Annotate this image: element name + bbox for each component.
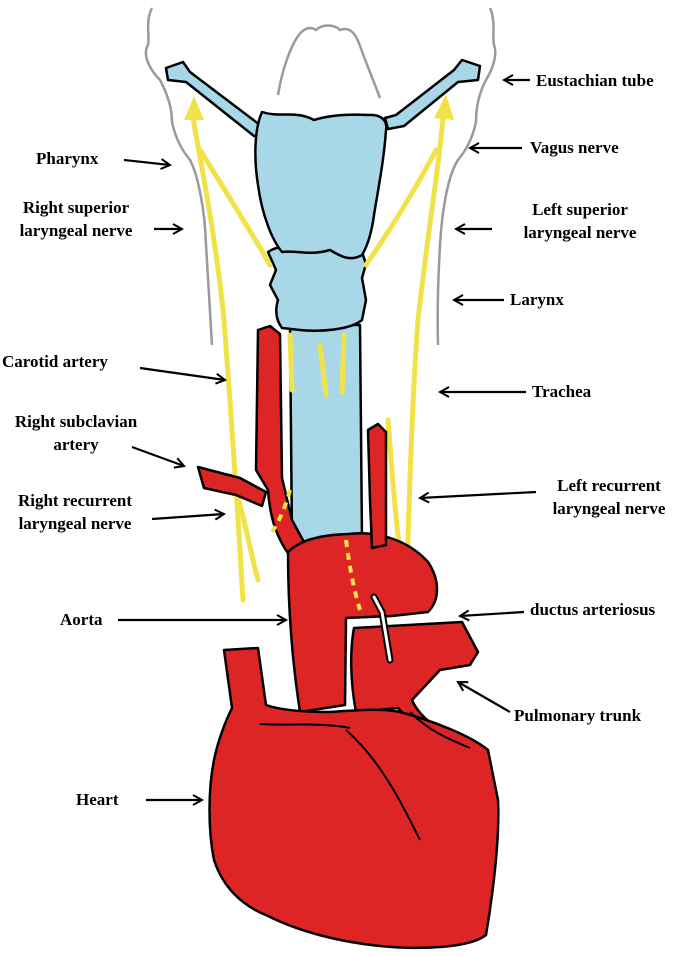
ductus-arteriosus-arrow <box>460 612 525 616</box>
aortic-arch-shape <box>286 532 439 714</box>
left-superior-laryngeal-nerve-path <box>363 147 439 268</box>
left-vagus-nerve <box>403 103 447 603</box>
left-superior-laryngeal-nerve-line-2: laryngeal nerve <box>523 223 637 242</box>
tracheal-nerve-branch-1 <box>287 332 295 393</box>
left-recurrent-laryngeal-nerve-arrow <box>420 490 537 498</box>
right-superior-laryngeal-nerve-label: Right superior laryngeal nerve <box>2 196 150 242</box>
pulmonary-trunk-arrow <box>458 682 511 713</box>
right-eustachian-tube <box>383 58 482 131</box>
heart-contour-2 <box>345 729 421 841</box>
right-recurrent-laryngeal-nerve-label: Right recurrent laryngeal nerve <box>0 489 150 535</box>
heart-contours <box>259 711 471 841</box>
left-recurrent-laryngeal-nerve-label: Left recurrent laryngeal nerve <box>534 474 684 520</box>
right-head-outline <box>436 7 497 346</box>
vagus-nerve-label: Vagus nerve <box>530 138 619 157</box>
right-recurrent-laryngeal-nerve-arrow <box>151 514 224 519</box>
tracheal-nerve-branch-2 <box>339 332 347 395</box>
pharynx-label: Pharynx <box>36 149 99 168</box>
left-superior-laryngeal-nerve-line-1: Left superior <box>532 200 628 219</box>
head-outline <box>144 7 497 346</box>
aorta-label: Aorta <box>60 610 103 629</box>
ductus-arteriosus-vessel <box>370 593 394 664</box>
ductus-arteriosus-label: ductus arteriosus <box>530 600 656 619</box>
carotid-artery-shape <box>254 324 306 558</box>
right-superior-laryngeal-nerve-path <box>197 147 273 268</box>
tracheal-nerve-branch-3 <box>317 342 329 398</box>
nerve-dashes <box>270 489 362 611</box>
right-subclavian-artery-arrow <box>131 445 184 466</box>
right-superior-laryngeal-nerve-line-1: Right superior <box>22 198 130 217</box>
right-vagus-nerve <box>189 109 246 603</box>
left-superior-laryngeal-nerve-label: Left superior laryngeal nerve <box>500 198 660 244</box>
left-head-outline <box>144 7 214 346</box>
right-subclavian-artery-shape <box>196 465 268 508</box>
left-recurrent-dashes <box>344 539 362 611</box>
eustachian-tube-label: Eustachian tube <box>536 71 654 90</box>
heart-contour-3 <box>409 711 471 749</box>
right-subclavian-artery-label: Right subclavian artery <box>0 410 152 456</box>
right-recurrent-dashes <box>270 489 292 534</box>
pulmonary-trunk-label: Pulmonary trunk <box>514 706 642 725</box>
upper-pharynx-outline <box>276 24 382 99</box>
left-recurrent-laryngeal-nerve-line-1: Left recurrent <box>557 476 661 495</box>
pharynx-arrow <box>123 160 170 165</box>
left-nerve-arrowhead <box>434 94 454 120</box>
trachea-label: Trachea <box>532 382 592 401</box>
heart-contour-1 <box>259 723 351 729</box>
right-recurrent-laryngeal-nerve-line-2: laryngeal nerve <box>18 514 132 533</box>
heart-label: Heart <box>76 790 119 809</box>
trachea-shape <box>288 323 364 558</box>
right-recurrent-laryngeal-nerve-line-1: Right recurrent <box>17 491 133 510</box>
carotid-artery-label: Carotid artery <box>2 352 108 371</box>
right-subclavian-artery-line-2: artery <box>53 435 99 454</box>
right-subclavian-artery-line-1: Right subclavian <box>14 412 138 431</box>
right-nerve-arrowhead <box>184 96 204 120</box>
arteries <box>196 324 500 950</box>
heart-shape <box>208 646 500 950</box>
left-carotid-artery-shape <box>366 422 388 550</box>
larynx-label: Larynx <box>510 290 564 309</box>
airway <box>254 110 388 558</box>
nerve-arrowheads <box>184 94 454 120</box>
carotid-artery-arrow <box>139 366 225 380</box>
right-superior-laryngeal-nerve-line-2: laryngeal nerve <box>19 221 133 240</box>
pharynx-shape <box>254 110 388 260</box>
left-recurrent-laryngeal-nerve-line-2: laryngeal nerve <box>552 499 666 518</box>
arrows <box>118 80 537 800</box>
